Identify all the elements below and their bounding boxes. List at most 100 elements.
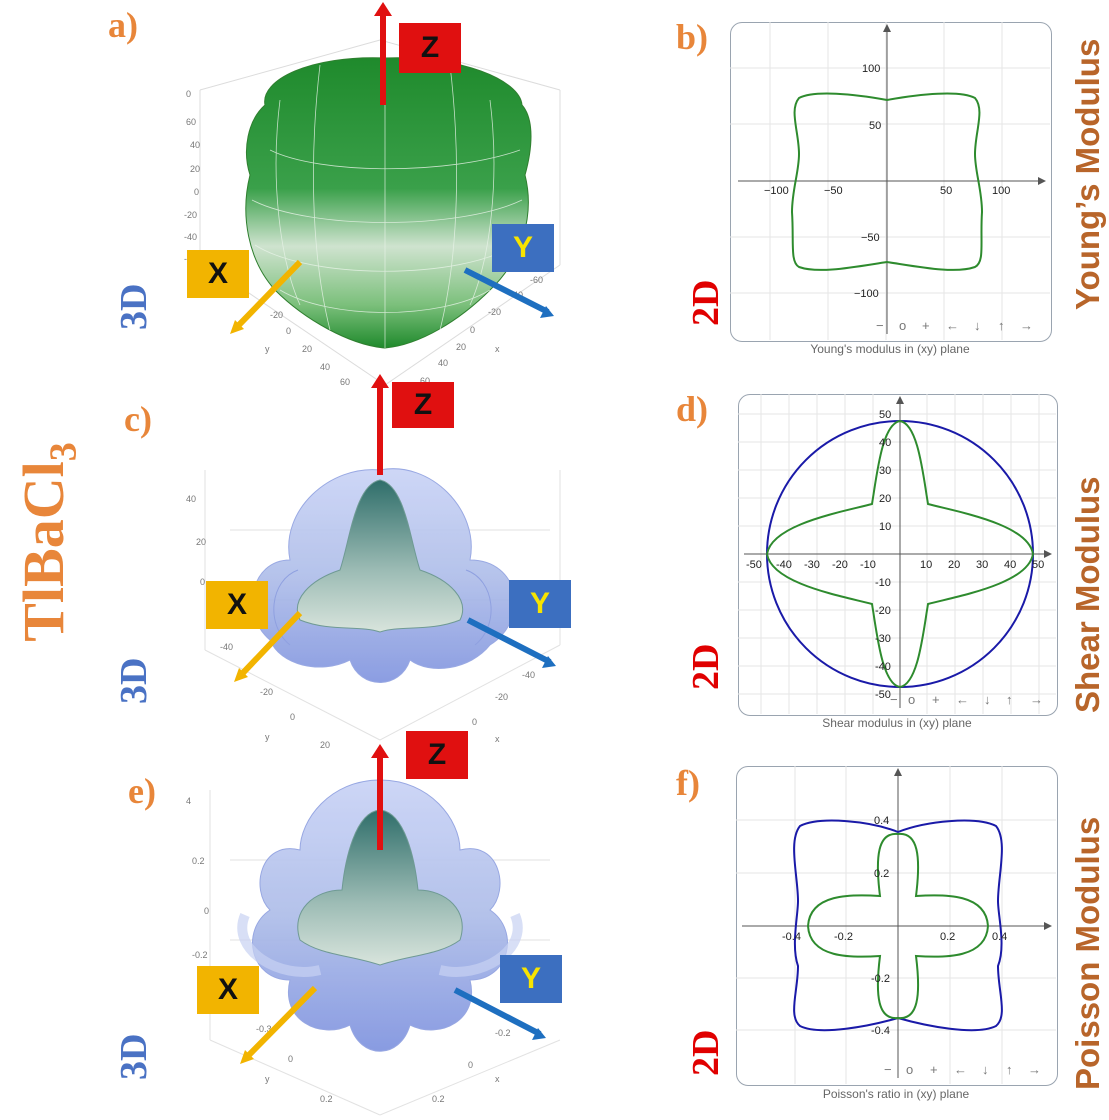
axis-name-y-c: y [265, 732, 270, 742]
pan-left-button[interactable]: ← [954, 1062, 967, 1077]
tick-y-d: 50 [879, 409, 891, 421]
z-axis-box-a: Z [399, 23, 461, 73]
tick-y-d: -40 [875, 661, 891, 673]
tick-x-d: -20 [832, 559, 848, 571]
tick-x-a: -60 [530, 275, 543, 285]
label-3d-e: 3D [113, 1033, 155, 1080]
x-axis-box-e: X [197, 966, 259, 1014]
tick-y-b: −100 [854, 288, 879, 300]
zoom-in-button[interactable]: + [922, 318, 930, 333]
pan-right-button[interactable]: → [1028, 1062, 1041, 1077]
youngs-2d-curve [790, 92, 984, 271]
tick-x-c: 0 [472, 717, 477, 727]
pan-left-button[interactable]: ← [956, 692, 969, 707]
caption-d: Shear modulus in (xy) plane [822, 716, 972, 730]
tick-x-f: -0.2 [834, 931, 853, 943]
axes-arrows-c [234, 374, 556, 682]
pan-up-button[interactable]: ↑ [1006, 692, 1013, 707]
axis-name-y-e: y [265, 1074, 270, 1084]
tick-x-e: -0.2 [495, 1028, 511, 1038]
compound-label: TlBaCl3 [10, 412, 85, 672]
tick-z-c: 20 [196, 537, 206, 547]
tick-x-a: 40 [438, 358, 448, 368]
axis-name-x-e: x [495, 1074, 500, 1084]
toolbar-d[interactable]: − o + ← ↓ ↑ → [890, 692, 1043, 707]
tick-y-a: 20 [302, 344, 312, 354]
y-axis-box-c: Y [509, 580, 571, 628]
tick-y-d: 30 [879, 465, 891, 477]
tick-x-a: 20 [456, 342, 466, 352]
title-youngs-modulus: Young’s Modulus [1069, 38, 1106, 310]
shear-3d-inner-surface [296, 479, 464, 633]
plot-2d-shear: -50 -40 -30 -20 -10 10 20 30 40 50 50 40… [738, 394, 1056, 714]
shear-2d-min-curve [765, 419, 1035, 689]
tick-x-f: 0.4 [992, 931, 1007, 943]
zoom-in-button[interactable]: + [930, 1062, 938, 1077]
panel-a-label: a) [108, 5, 138, 45]
toolbar-b[interactable]: − o + ← ↓ ↑ → [876, 318, 1033, 333]
tick-x-c: -40 [522, 670, 535, 680]
reset-button[interactable]: o [908, 692, 915, 707]
plot-2d-youngs: −100 −50 50 100 100 50 −50 −100 − o + ← … [730, 22, 1050, 340]
zoom-in-button[interactable]: + [932, 692, 940, 707]
axis-name-x-a: x [495, 344, 500, 354]
tick-y-a: 40 [320, 362, 330, 372]
tick-y-b: 100 [862, 63, 880, 75]
panel-b-frame [730, 22, 1052, 342]
panel-b-label: b) [676, 17, 709, 57]
ticks-2d-d: -50 -40 -30 -20 -10 10 20 30 40 50 50 40… [746, 409, 1044, 701]
tick-y-f: 0.4 [874, 815, 889, 827]
label-3d-c: 3D [113, 657, 155, 704]
pan-down-button[interactable]: ↓ [984, 692, 991, 707]
tick-z-e: 0.2 [192, 856, 205, 866]
tick-y-c: -40 [220, 642, 233, 652]
tick-y-a: 60 [340, 377, 350, 387]
tick-z-a: 0 [186, 89, 191, 99]
label-2d-d: 2D [685, 643, 727, 690]
toolbar-f[interactable]: − o + ← ↓ ↑ → [884, 1062, 1041, 1077]
pan-right-button[interactable]: → [1030, 692, 1043, 707]
tick-y-c: 0 [290, 712, 295, 722]
pan-down-button[interactable]: ↓ [982, 1062, 989, 1077]
pan-up-button[interactable]: ↑ [1006, 1062, 1013, 1077]
reset-button[interactable]: o [899, 318, 906, 333]
title-poisson-modulus: Poisson Modulus [1069, 816, 1106, 1090]
tick-y-f: -0.4 [871, 1025, 890, 1037]
tick-y-c: 20 [320, 740, 330, 750]
tick-z-c: 0 [200, 577, 205, 587]
pan-right-button[interactable]: → [1020, 318, 1033, 333]
tick-z-c: 40 [186, 494, 196, 504]
tick-y-d: -50 [875, 689, 891, 701]
tick-z-a: 20 [190, 164, 200, 174]
tick-z-a: -40 [184, 232, 197, 242]
axis-name-x-c: x [495, 734, 500, 744]
poisson-2d-min-curve [806, 832, 990, 1020]
tick-x-d: 50 [1032, 559, 1044, 571]
tick-x-d: -50 [746, 559, 762, 571]
poisson-3d-inner-surface [297, 809, 463, 966]
label-3d-a: 3D [113, 283, 155, 330]
tick-x-e: 0.2 [432, 1094, 445, 1104]
tick-z-a: 40 [190, 140, 200, 150]
reset-button[interactable]: o [906, 1062, 913, 1077]
panel-c-label: c) [124, 399, 152, 439]
pan-up-button[interactable]: ↑ [998, 318, 1005, 333]
pan-down-button[interactable]: ↓ [974, 318, 981, 333]
tick-z-e: -0.2 [192, 950, 208, 960]
panel-d-label: d) [676, 389, 709, 429]
youngs-3d-mesh [251, 60, 523, 348]
zoom-out-button[interactable]: − [890, 692, 898, 707]
tick-x-d: 40 [1004, 559, 1016, 571]
tick-y-c: -20 [260, 687, 273, 697]
axes-arrows-e [240, 744, 546, 1064]
caption-f: Poisson's ratio in (xy) plane [822, 1087, 970, 1101]
title-shear-modulus: Shear Modulus [1069, 476, 1106, 713]
plot-2d-poisson: -0.4 -0.2 0.2 0.4 0.4 0.2 -0.2 -0.4 − o … [736, 766, 1056, 1084]
zoom-out-button[interactable]: − [876, 318, 884, 333]
zoom-out-button[interactable]: − [884, 1062, 892, 1077]
ticks-2d-f: -0.4 -0.2 0.2 0.4 0.4 0.2 -0.2 -0.4 [782, 815, 1007, 1037]
plot-3d-poisson: 4 0.2 0 -0.2 -0.3 0 0.2 y -0.2 0 0.2 x [186, 744, 561, 1116]
pan-left-button[interactable]: ← [946, 318, 959, 333]
tick-x-a: 0 [470, 325, 475, 335]
